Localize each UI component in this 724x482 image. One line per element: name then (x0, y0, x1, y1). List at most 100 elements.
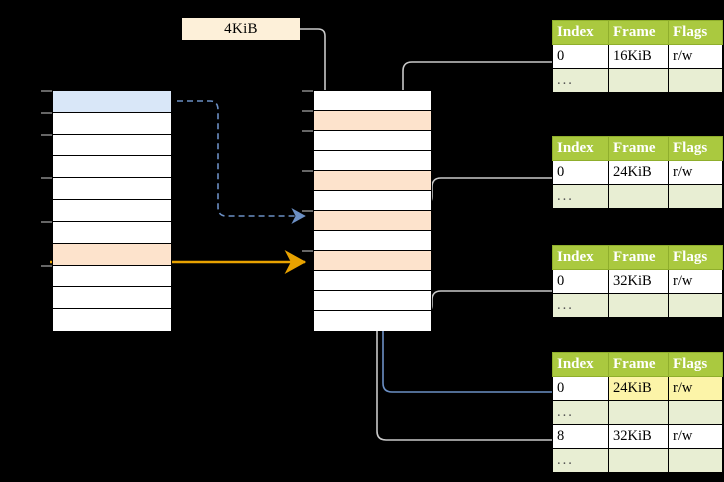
row-tick-mark (302, 250, 313, 252)
memory-row (53, 243, 171, 266)
cell-flags (668, 448, 723, 473)
column-header-index: Index (552, 352, 609, 377)
row-tick-mark (41, 133, 52, 136)
memory-row (314, 251, 431, 271)
memory-row (314, 231, 431, 251)
row-tick-mark (41, 177, 52, 180)
cell-frame: 24KiB (608, 376, 669, 401)
cell-flags (668, 400, 723, 425)
memory-row (314, 311, 431, 331)
row-tick-mark (41, 111, 52, 114)
cell-index: ... (552, 184, 609, 209)
cell-flags (668, 68, 723, 93)
memory-row (53, 112, 171, 135)
memory-row (53, 91, 171, 113)
cell-index: ... (552, 293, 609, 318)
column-header-flags: Flags (668, 136, 723, 161)
memory-row (53, 265, 171, 288)
row-tick-mark (302, 210, 313, 212)
cell-frame: 32KiB (608, 424, 669, 449)
memory-row (53, 309, 171, 331)
column-header-index: Index (552, 245, 609, 270)
virtual-address-space-table (52, 90, 172, 331)
table-row-ellipsis[interactable]: ... (552, 400, 723, 425)
cell-index: 0 (552, 44, 609, 69)
table-row-ellipsis[interactable]: ... (552, 448, 723, 473)
memory-row (314, 91, 431, 111)
cell-flags: r/w (668, 424, 723, 449)
memory-row (314, 191, 431, 211)
row-tick-mark (302, 130, 313, 132)
column-header-frame: Frame (608, 136, 669, 161)
row-tick-mark (41, 220, 52, 223)
cell-flags: r/w (668, 44, 723, 69)
cell-index: 0 (552, 160, 609, 185)
cell-flags: r/w (668, 160, 723, 185)
row-tick-mark (41, 90, 52, 92)
wire-vaddr-to-frame-dashed (177, 100, 306, 224)
cell-flags: r/w (668, 376, 723, 401)
column-header-index: Index (552, 20, 609, 45)
memory-row (314, 211, 431, 231)
table-row-ellipsis[interactable]: ... (552, 68, 723, 93)
cell-flags (668, 293, 723, 318)
memory-row (314, 171, 431, 191)
cell-index: ... (552, 448, 609, 473)
wire-pt2-to-frame (413, 177, 556, 226)
cell-frame (608, 293, 669, 318)
cell-flags (668, 184, 723, 209)
cell-index: 8 (552, 424, 609, 449)
cell-index: 0 (552, 376, 609, 401)
cell-flags: r/w (668, 269, 723, 294)
row-tick-mark (41, 264, 52, 267)
cell-frame: 24KiB (608, 160, 669, 185)
column-header-frame: Frame (608, 245, 669, 270)
cell-frame: 16KiB (608, 44, 669, 69)
memory-row (314, 111, 431, 131)
cell-frame (608, 400, 669, 425)
memory-row (314, 131, 431, 151)
column-header-flags: Flags (668, 245, 723, 270)
memory-row (314, 151, 431, 171)
page-size-text: 4KiB (224, 21, 258, 37)
column-header-index: Index (552, 136, 609, 161)
memory-row (53, 134, 171, 157)
memory-row (314, 271, 431, 291)
memory-row (53, 156, 171, 179)
cell-frame (608, 448, 669, 473)
row-tick-mark (302, 110, 313, 112)
memory-row (53, 221, 171, 244)
table-row-ellipsis[interactable]: ... (552, 293, 723, 318)
physical-memory-table (313, 90, 432, 331)
column-header-flags: Flags (668, 352, 723, 377)
column-header-flags: Flags (668, 20, 723, 45)
page-size-label: 4KiB (182, 18, 300, 40)
memory-row (53, 287, 171, 310)
cell-frame (608, 184, 669, 209)
cell-frame: 32KiB (608, 269, 669, 294)
memory-row (314, 291, 431, 311)
column-header-frame: Frame (608, 352, 669, 377)
cell-index: ... (552, 400, 609, 425)
column-header-frame: Frame (608, 20, 669, 45)
table-row-ellipsis[interactable]: ... (552, 184, 723, 209)
row-tick-mark (302, 90, 313, 92)
cell-index: 0 (552, 269, 609, 294)
memory-row (53, 200, 171, 222)
memory-row (53, 178, 171, 201)
cell-frame (608, 68, 669, 93)
